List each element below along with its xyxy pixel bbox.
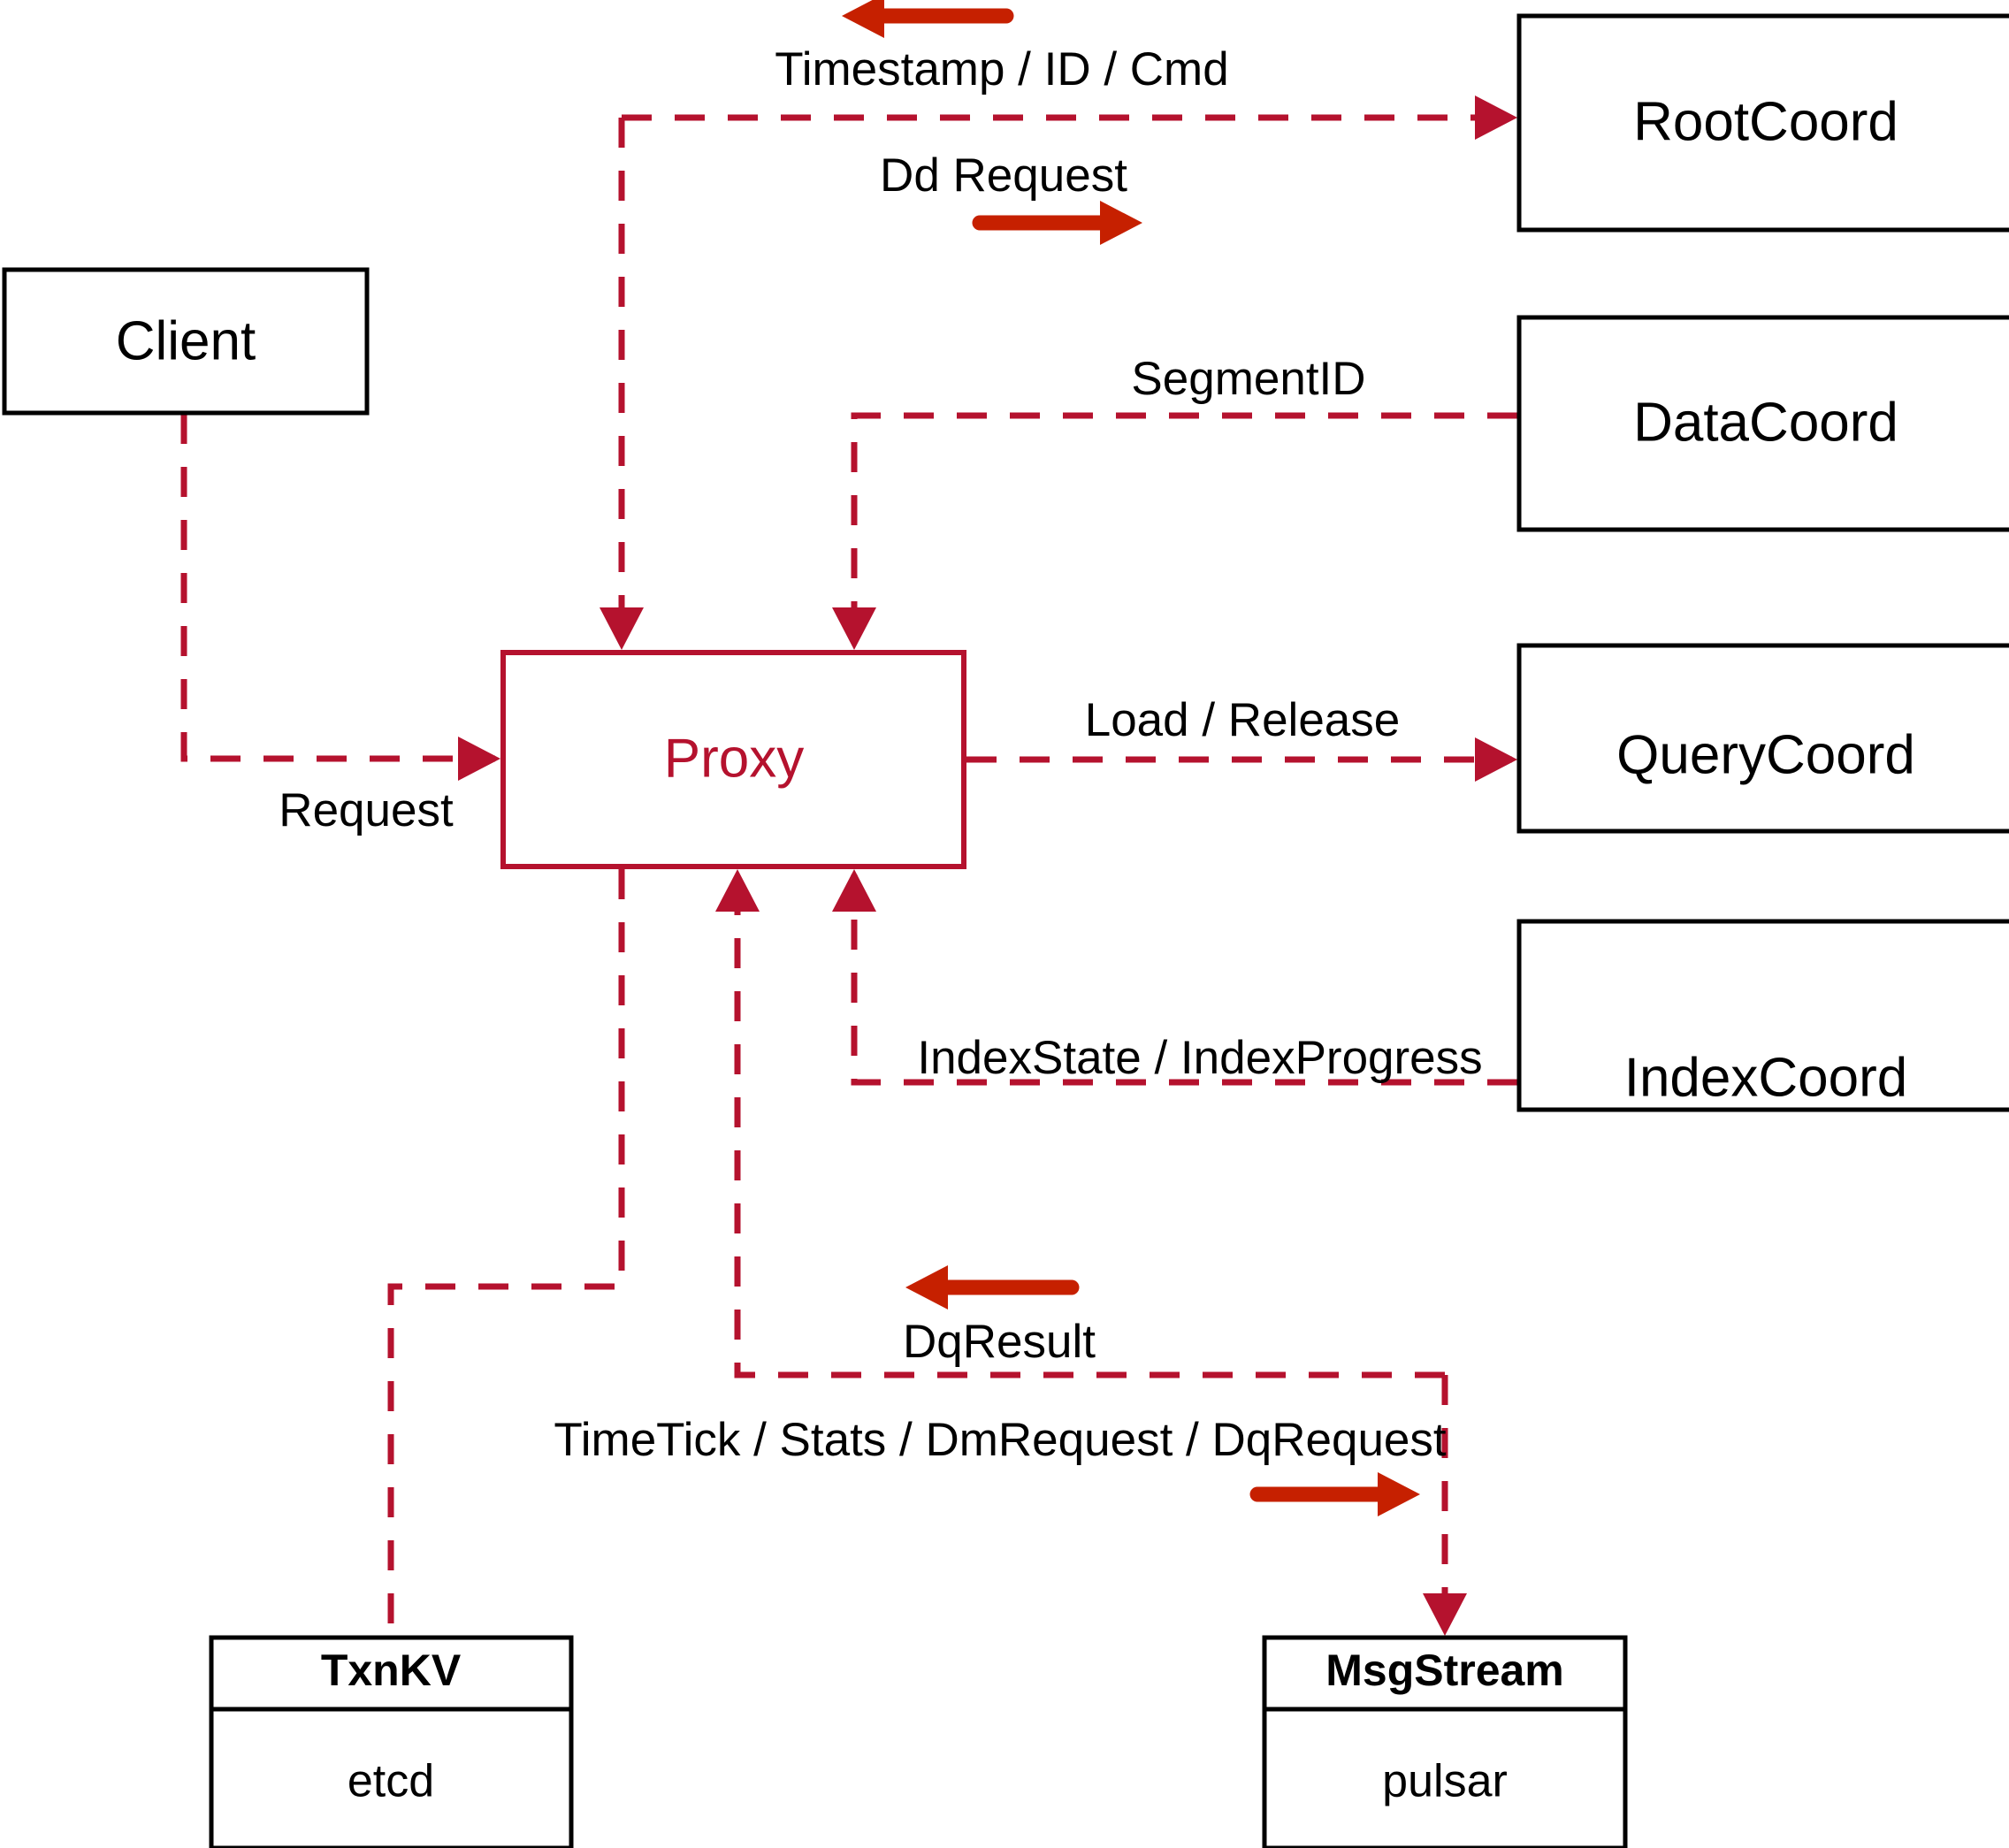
dqresult-direction-arrow-icon [905,1265,1080,1310]
node-proxy[interactable]: Proxy [500,650,966,869]
edge-label-timetick-stats: TimeTick / Stats / DmRequest / DqRequest [554,1414,1447,1466]
annotation-arrows [842,0,1420,1516]
timestamp-direction-arrow-icon [842,0,1014,38]
flow-to-msgstream [1423,1375,1467,1636]
edge-label-segmentid: SegmentID [1131,353,1365,405]
nodes: Client Proxy RootCoord DataCoord QueryCo… [2,13,2009,1848]
edge-label-dd-request: Dd Request [880,149,1127,202]
flow-datacoord-to-proxy [832,412,1517,650]
edge-label-dqresult: DqResult [903,1316,1096,1368]
node-txnkv[interactable]: TxnKV etcd [209,1635,574,1848]
flow-proxy-to-txnkv [387,869,625,1636]
flow-edges [180,95,1517,1636]
node-datacoord-label: DataCoord [1633,392,1898,453]
node-txnkv-body: etcd [348,1756,434,1807]
node-msgstream-header: MsgStream [1325,1646,1564,1695]
node-client-label: Client [116,310,256,371]
edge-labels: Timestamp / ID / Cmd Dd Request SegmentI… [279,43,1482,1466]
edge-label-timestamp-id-cmd: Timestamp / ID / Cmd [775,43,1228,95]
node-txnkv-header: TxnKV [321,1646,462,1695]
node-client[interactable]: Client [2,267,370,416]
flow-proxy-to-querycoord [966,737,1517,782]
flow-msgstream-to-proxy [715,869,1445,1378]
flow-indexcoord-to-proxy [832,869,1517,1086]
node-rootcoord[interactable]: RootCoord [1516,13,2009,233]
node-msgstream-body: pulsar [1382,1756,1508,1807]
edge-label-request: Request [279,784,454,836]
node-msgstream[interactable]: MsgStream pulsar [1262,1635,1628,1848]
edge-label-load-release: Load / Release [1085,694,1401,746]
node-indexcoord[interactable]: IndexCoord [1516,919,2009,1112]
flow-proxy-rootcoord [600,95,1517,650]
node-querycoord[interactable]: QueryCoord [1516,643,2009,834]
node-datacoord[interactable]: DataCoord [1516,315,2009,532]
dd-request-direction-arrow-icon [972,201,1142,245]
flow-client-to-proxy [180,414,500,781]
dqrequest-direction-arrow-icon [1249,1472,1420,1516]
node-rootcoord-label: RootCoord [1633,91,1898,152]
node-indexcoord-label: IndexCoord [1624,1047,1908,1108]
node-proxy-label: Proxy [664,728,804,789]
node-querycoord-label: QueryCoord [1616,724,1915,785]
edge-label-indexstate-indexprogress: IndexState / IndexProgress [917,1032,1482,1084]
